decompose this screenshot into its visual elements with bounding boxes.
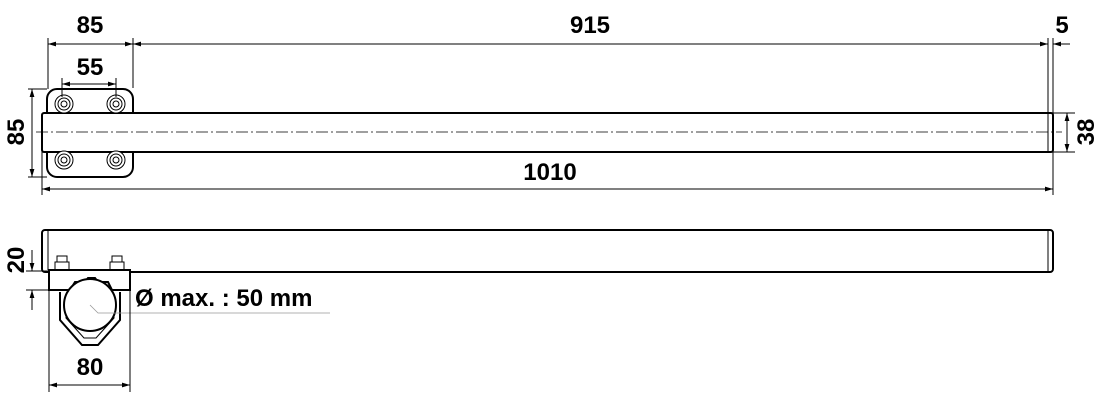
side-view: Ø max. : 50 mm 20 80: [3, 229, 1054, 392]
dim-bolt-spacing: 55: [77, 54, 104, 81]
leader-line: [89, 304, 330, 314]
dim-clamp-width: 80: [77, 354, 104, 381]
bolt-heads: [54, 255, 125, 271]
dim-arm-length: 915: [570, 12, 610, 39]
arm-tube-side: [41, 229, 1054, 273]
dim-plate-width: 85: [77, 12, 104, 39]
dim-end-cap: 5: [1055, 12, 1068, 39]
dim-total-length: 1010: [523, 159, 576, 186]
dim-tube-diameter: 38: [1073, 119, 1100, 146]
bolts: [54, 94, 126, 170]
dim-plate-height: 85: [3, 119, 30, 146]
dim-offset: 20: [3, 247, 30, 274]
arm-tube: [41, 112, 1054, 153]
clamp-note: Ø max. : 50 mm: [135, 285, 312, 312]
top-view: 85 915 5 55 85 1010 38: [3, 12, 1100, 195]
